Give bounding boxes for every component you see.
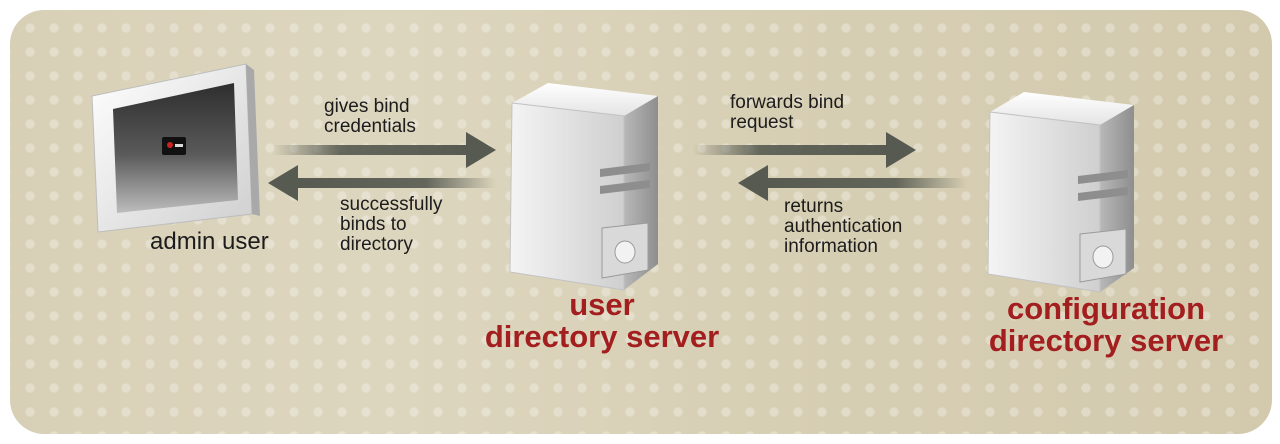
binds-line2: binds to: [340, 214, 407, 235]
monitor-icon: [91, 63, 260, 233]
returns-line2: authentication: [784, 216, 903, 237]
user-server-line1: user: [569, 287, 635, 322]
user-server-icon: [509, 83, 658, 291]
forwards-request-label: forwards bind request: [730, 93, 844, 133]
returns-line1: returns: [784, 196, 844, 217]
redhat-logo-icon: [162, 137, 186, 155]
user-server-line2: directory server: [484, 319, 720, 354]
returns-information-label: returns authentication information: [784, 197, 902, 257]
configuration-server-icon: [987, 92, 1134, 293]
configuration-server-label: configuration directory server: [960, 293, 1252, 357]
gives-bind-label: gives bind credentials: [324, 97, 416, 137]
admin-user-label: admin user: [150, 228, 269, 255]
forwards-request-arrow: [692, 132, 916, 168]
user-server-label: user directory server: [456, 289, 748, 353]
returns-line3: information: [784, 236, 878, 257]
binds-to-directory-arrow: [268, 165, 496, 201]
binds-line1: successfully: [340, 194, 443, 215]
forwards-line2: request: [730, 112, 794, 133]
binds-to-directory-label: successfully binds to directory: [340, 195, 442, 255]
forwards-line1: forwards bind: [730, 92, 845, 113]
gives-bind-line1: gives bind: [324, 96, 410, 117]
config-server-line1: configuration: [1006, 291, 1206, 326]
binds-line3: directory: [340, 234, 413, 255]
returns-information-arrow: [738, 165, 966, 201]
gives-bind-arrow: [272, 132, 496, 168]
config-server-line2: directory server: [988, 323, 1224, 358]
gives-bind-line2: credentials: [324, 116, 416, 137]
